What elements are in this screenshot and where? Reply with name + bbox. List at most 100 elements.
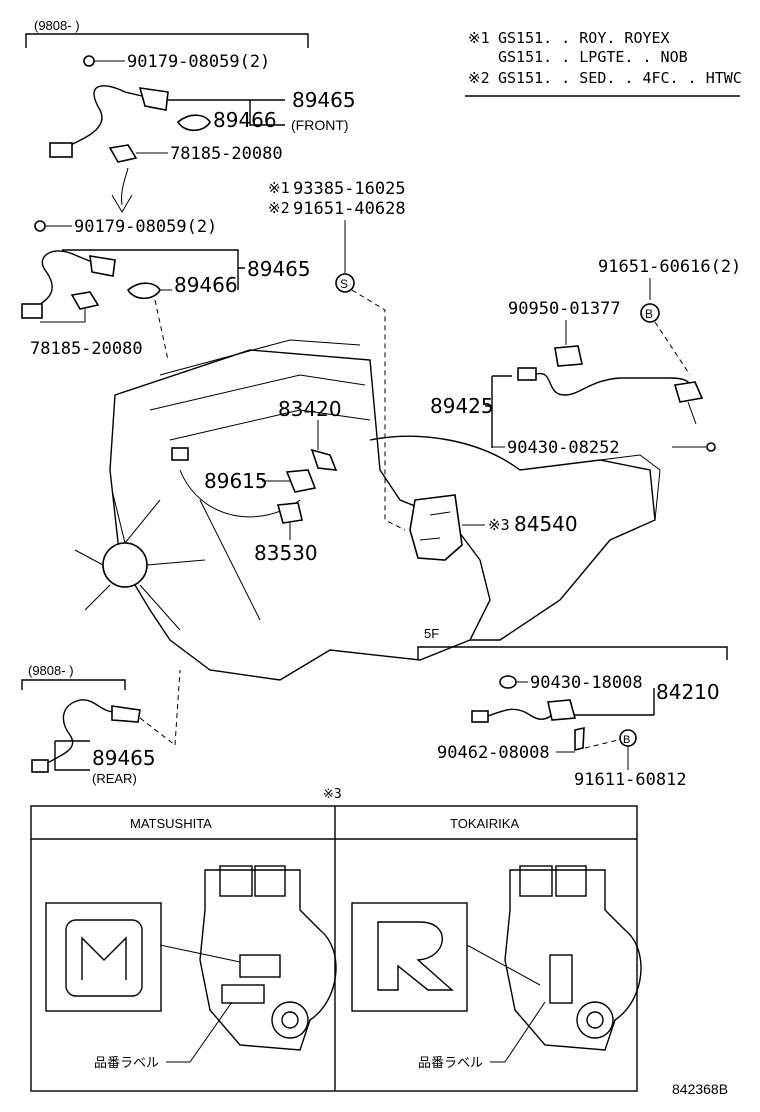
dashed-leader: [351, 289, 406, 531]
sensor-icon: [138, 87, 169, 111]
part-89465-rear: 89465: [92, 746, 156, 770]
mid-part-89466: 89466: [174, 273, 238, 297]
r-logo-icon: [377, 921, 454, 991]
sensor-rear-icon: [111, 705, 141, 723]
connector-icon: [517, 367, 537, 381]
rear-sensor-group: (9808- ) 89465 (REAR): [21, 663, 181, 786]
switch-connector-icon: [219, 865, 253, 897]
inset-frame: [30, 805, 638, 1092]
dashed-leader: [139, 717, 176, 746]
nut-icon: [83, 55, 95, 67]
sensor-wire: [487, 708, 556, 720]
top-part-90179: 90179-08059(2): [127, 52, 270, 72]
washer-icon: [706, 442, 716, 452]
bolt-b-icon: [640, 303, 660, 323]
s1-mark: ※1: [268, 179, 290, 197]
switch-body-icon: [504, 869, 642, 1051]
part-91611: 91611-60812: [574, 770, 687, 790]
rear-range: (9808- ): [28, 663, 74, 678]
shaft-icon: [576, 1001, 614, 1039]
sensor-83420-icon: [310, 448, 338, 471]
leader-line: [62, 249, 245, 290]
engine-illustration: [74, 339, 661, 681]
footer-code: 842368B: [672, 1081, 728, 1097]
part-84210: 84210: [656, 680, 720, 704]
switch-connector-icon: [555, 865, 587, 897]
notes-block: ※1 GS151. . ROY. ROYEX GS151. . LPGTE. .…: [465, 29, 742, 97]
top-part-78185: 78185-20080: [170, 144, 283, 164]
logo-frame: [351, 902, 468, 1012]
switch-body-icon: [199, 869, 337, 1051]
engine-outline: [109, 349, 491, 681]
b-symbol: B: [645, 307, 653, 321]
note1-mark: ※1: [468, 29, 490, 47]
callout-line: [159, 944, 241, 963]
part-91651-60616: 91651-60616(2): [598, 257, 741, 277]
arrow-icon: [111, 167, 133, 213]
mid-part-89465: 89465: [247, 257, 311, 281]
o-ring-icon: [499, 675, 517, 689]
right-sensor-group: 91651-60616(2) B 90950-01377 89425 90430…: [430, 257, 741, 458]
shaft-icon: [271, 1001, 309, 1039]
dashed-leader: [154, 299, 169, 361]
part-84540: 84540: [514, 512, 578, 536]
top-part-89465: 89465: [292, 88, 356, 112]
part-90462: 90462-08008: [437, 743, 550, 763]
gasket-icon: [176, 114, 211, 132]
part-89425: 89425: [430, 394, 494, 418]
label-area-icon: [549, 954, 573, 1004]
mid-part-78185: 78185-20080: [30, 339, 143, 359]
shaft-center-icon: [281, 1011, 299, 1029]
connector-icon: [471, 710, 489, 723]
inset-left-title: MATSUSHITA: [130, 816, 212, 831]
part-83530: 83530: [254, 541, 318, 565]
mid-part-90179: 90179-08059(2): [74, 217, 217, 237]
inset-comparison: ※3 MATSUSHITA TOKAIRIKA 品番ラベル 品番ラベル: [30, 787, 642, 1092]
top-part-89466: 89466: [213, 108, 277, 132]
grommet-icon: [554, 345, 583, 367]
leader-line: [168, 99, 285, 126]
dashed-leader: [584, 739, 619, 749]
label-plate-icon: [239, 954, 281, 978]
note2-line: GS151. . SED. . 4FC. . HTWC: [498, 69, 742, 87]
s2-mark: ※2: [268, 199, 290, 217]
dashed-leader: [654, 321, 691, 376]
m-logo-icon: [65, 919, 143, 997]
sf-bracket: [417, 646, 728, 660]
part-93385: 93385-16025: [293, 179, 406, 199]
m-letter-icon: [81, 936, 127, 980]
part-89615: 89615: [204, 469, 268, 493]
switch-connector-icon: [254, 865, 286, 897]
shaft-center-icon: [586, 1011, 604, 1029]
part-90430-08252: 90430-08252: [507, 438, 620, 458]
sensor-wire: [59, 85, 143, 151]
connector-icon: [49, 142, 73, 158]
sensor-wire: [29, 250, 93, 311]
connector-icon: [31, 759, 49, 773]
transmission-outline: [369, 435, 656, 641]
callout-line: [466, 944, 541, 986]
sensor-wire: [43, 699, 116, 766]
part-89465-rear-note: (REAR): [92, 771, 137, 786]
top-part-89466-note: (FRONT): [291, 117, 349, 133]
leader-line: [560, 688, 655, 716]
part-90430-18008: 90430-18008: [530, 673, 643, 693]
clamp-icon: [108, 144, 138, 163]
p84540-mark: ※3: [488, 516, 510, 534]
sf-range: 5F: [424, 626, 439, 641]
sensor-89615-icon: [285, 469, 317, 493]
top-group-bracket: [25, 33, 309, 48]
connector-icon: [21, 303, 43, 319]
inset-right-title: TOKAIRIKA: [450, 816, 519, 831]
nut-icon: [34, 220, 46, 232]
sensor-icon: [89, 255, 116, 277]
s-symbol: S: [340, 277, 348, 291]
clamp-icon: [70, 291, 100, 310]
b-symbol: B: [623, 734, 630, 746]
bolt-s-icon: [335, 273, 355, 293]
sensor-89425-icon: [673, 381, 704, 403]
transmission-edge: [599, 454, 661, 521]
gasket-icon: [126, 282, 161, 300]
top-sensor-group: (9808- ) 90179-08059(2) 89465 89466 (FRO…: [25, 18, 356, 213]
